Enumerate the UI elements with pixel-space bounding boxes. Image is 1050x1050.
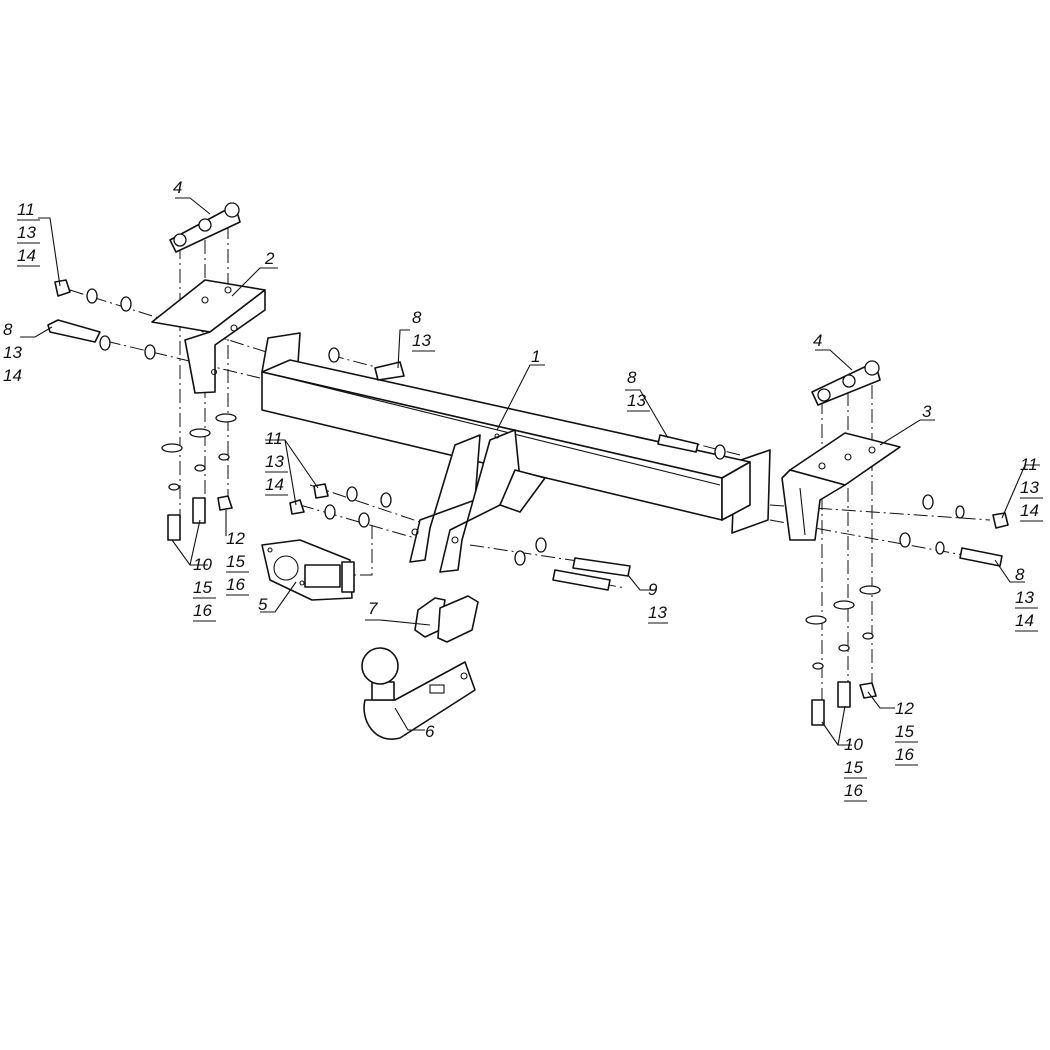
svg-text:14: 14 — [265, 475, 284, 494]
svg-text:14: 14 — [3, 366, 22, 385]
tow-ball — [361, 647, 476, 740]
callout-8-left: 8 13 14 — [3, 320, 22, 385]
svg-text:15: 15 — [226, 552, 245, 571]
svg-text:13: 13 — [648, 603, 667, 622]
right-side-bracket — [781, 432, 901, 541]
svg-text:14: 14 — [17, 246, 36, 265]
svg-text:16: 16 — [193, 601, 212, 620]
callout-8-top-left: 8 13 — [412, 308, 431, 350]
clamp-plate-right — [811, 360, 881, 406]
callout-6: 6 — [425, 722, 435, 741]
reference-underlines — [17, 219, 1043, 802]
callout-1: 1 — [531, 347, 540, 366]
callout-10-left: 10 15 16 — [193, 555, 212, 620]
clamp-plate-left — [169, 202, 241, 253]
svg-text:15: 15 — [895, 722, 914, 741]
svg-text:12: 12 — [226, 529, 245, 548]
svg-text:9: 9 — [648, 580, 658, 599]
callout-11-right: 11 13 14 — [1020, 455, 1039, 520]
callout-11-left: 11 13 14 — [17, 200, 36, 265]
callout-4-right: 4 — [813, 331, 822, 350]
leader-lines — [20, 197, 1040, 746]
svg-text:13: 13 — [265, 452, 284, 471]
nuts-and-washers — [54, 279, 1009, 699]
callout-3: 3 — [922, 402, 932, 421]
bolts — [47, 319, 1003, 726]
svg-text:10: 10 — [193, 555, 212, 574]
callout-8-top-right: 8 13 — [627, 368, 646, 410]
socket-plate — [261, 539, 355, 601]
svg-text:15: 15 — [193, 578, 212, 597]
callout-labels: 1 2 3 4 4 5 6 7 8 13 14 8 13 8 13 8 13 1… — [3, 178, 1039, 800]
spacer-plates — [414, 595, 479, 643]
left-side-bracket — [151, 279, 266, 394]
svg-text:16: 16 — [226, 575, 245, 594]
svg-text:8: 8 — [1015, 565, 1025, 584]
svg-text:12: 12 — [895, 699, 914, 718]
callout-12-left: 12 15 16 — [226, 529, 245, 594]
callout-12-right: 12 15 16 — [895, 699, 914, 764]
svg-text:8: 8 — [627, 368, 637, 387]
main-crossbeam — [261, 332, 771, 573]
callout-4-left: 4 — [173, 178, 182, 197]
callout-10-right: 10 15 16 — [844, 735, 863, 800]
svg-text:11: 11 — [17, 200, 35, 219]
callout-5: 5 — [258, 595, 268, 614]
svg-text:16: 16 — [895, 745, 914, 764]
svg-text:11: 11 — [265, 429, 283, 448]
callout-8-right: 8 13 14 — [1015, 565, 1034, 630]
svg-text:15: 15 — [844, 758, 863, 777]
svg-text:16: 16 — [844, 781, 863, 800]
svg-text:13: 13 — [412, 331, 431, 350]
svg-text:13: 13 — [1020, 478, 1039, 497]
svg-text:13: 13 — [3, 343, 22, 362]
svg-text:8: 8 — [412, 308, 422, 327]
svg-text:11: 11 — [1020, 455, 1038, 474]
svg-text:10: 10 — [844, 735, 863, 754]
svg-text:13: 13 — [627, 391, 646, 410]
svg-text:8: 8 — [3, 320, 13, 339]
svg-text:14: 14 — [1020, 501, 1039, 520]
callout-9: 9 13 — [648, 580, 667, 622]
callout-2: 2 — [264, 249, 275, 268]
callout-11-center: 11 13 14 — [265, 429, 284, 494]
svg-text:13: 13 — [17, 223, 36, 242]
svg-text:13: 13 — [1015, 588, 1034, 607]
callout-7: 7 — [368, 599, 378, 618]
svg-text:14: 14 — [1015, 611, 1034, 630]
